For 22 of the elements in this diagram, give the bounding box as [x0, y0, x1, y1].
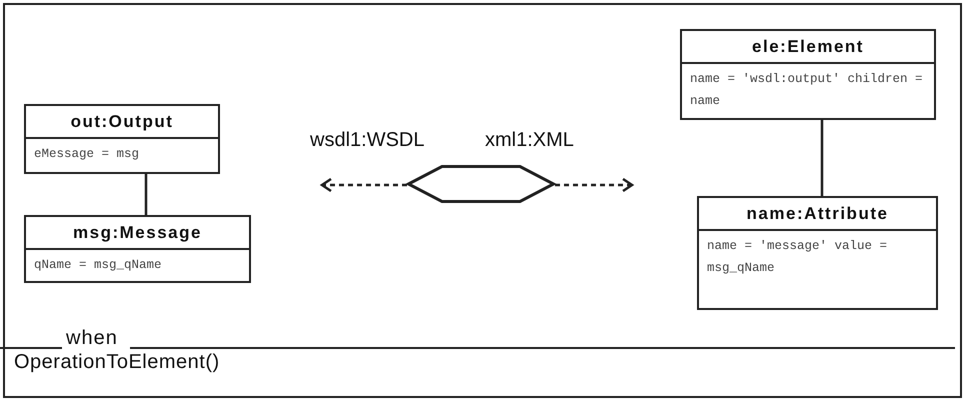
class-name: out:Output — [70, 112, 174, 131]
dashed-arrow — [320, 178, 407, 192]
class-box — [24, 104, 220, 174]
compartment-label: when — [65, 327, 119, 349]
class-name: msg:Message — [73, 223, 202, 242]
attribute-text: eMessage = msg — [34, 146, 140, 163]
dashed-arrow — [555, 178, 634, 192]
connector-line — [820, 120, 824, 196]
class-box — [697, 196, 938, 310]
class-box — [24, 215, 251, 283]
class-name: ele:Element — [752, 37, 864, 56]
hexagon-shape — [407, 165, 555, 203]
class-name: name:Attribute — [746, 204, 888, 223]
class-box — [680, 29, 936, 120]
diagram-frame — [3, 3, 962, 398]
attribute-text: qName = msg_qName — [34, 257, 163, 274]
attribute-text: name = 'message' value = msg_qName — [707, 238, 888, 277]
domain-label: xml1:XML — [485, 129, 574, 152]
connector-line — [144, 174, 148, 215]
attribute-text: name = 'wsdl:output' children = name — [690, 71, 924, 110]
condition-text: OperationToElement() — [13, 350, 221, 375]
domain-label: wsdl1:WSDL — [310, 129, 424, 152]
